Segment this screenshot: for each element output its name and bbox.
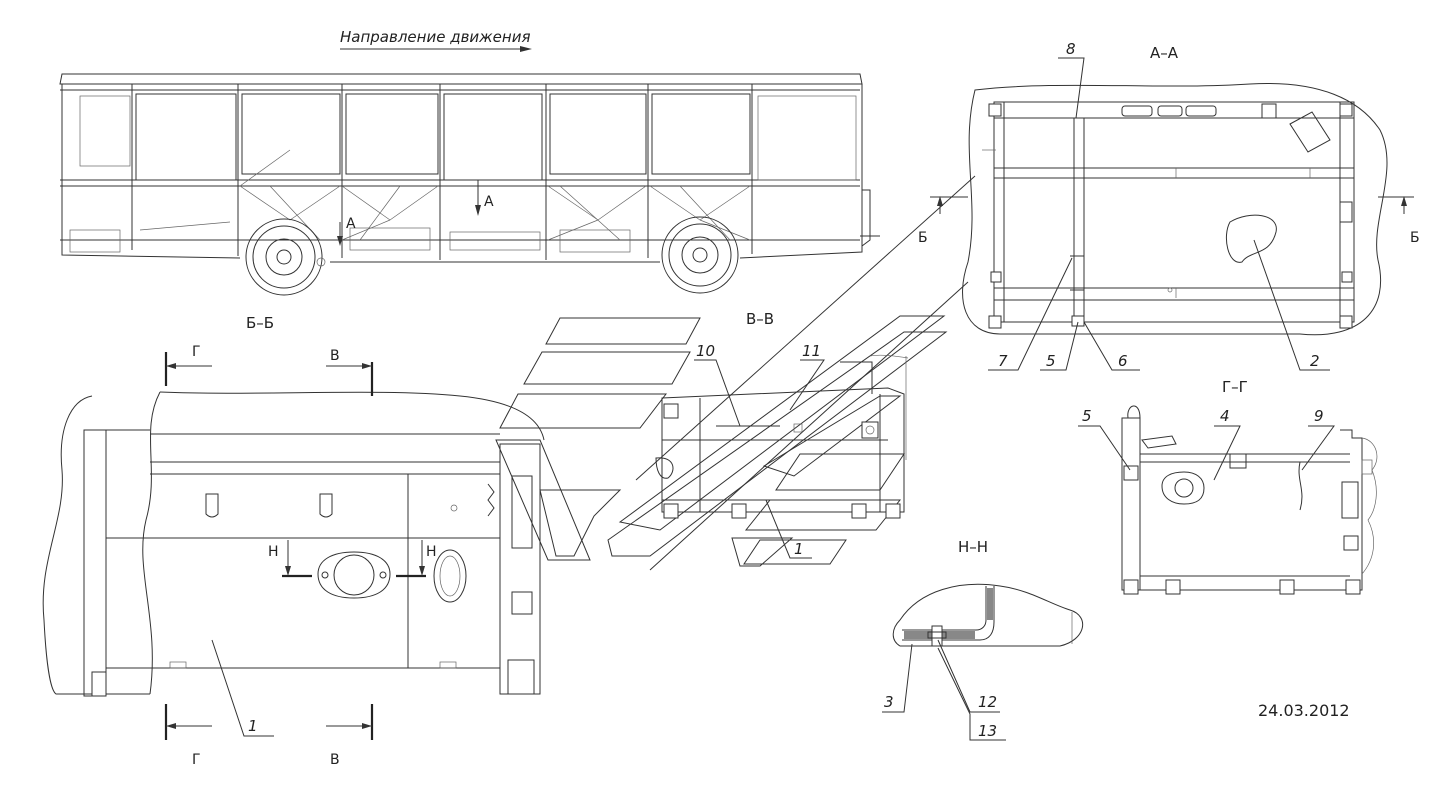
section-mark-v-bottom: В xyxy=(330,752,340,768)
section-mark-a-upper: А xyxy=(484,194,494,210)
section-gg-title: Г–Г xyxy=(1222,378,1248,396)
callout-7: 7 xyxy=(998,352,1008,370)
section-mark-b-right: Б xyxy=(1410,230,1420,246)
callout-3: 3 xyxy=(884,693,894,711)
callout-12: 12 xyxy=(978,693,997,711)
bus-side-view: А А xyxy=(59,73,880,296)
callout-13: 13 xyxy=(978,722,997,740)
callout-5-aa: 5 xyxy=(1046,352,1056,370)
direction-label: Направление движения xyxy=(340,28,530,46)
callout-1-bb: 1 xyxy=(248,717,258,735)
callout-5-gg: 5 xyxy=(1082,407,1092,425)
callout-4: 4 xyxy=(1220,407,1230,425)
section-nn: Н–Н 3 12 13 xyxy=(882,538,1084,741)
section-mark-g-top: Г xyxy=(192,344,201,360)
section-aa-title: А–А xyxy=(1150,44,1179,62)
section-bb-title: Б–Б xyxy=(246,314,274,332)
direction-of-travel: Направление движения xyxy=(340,28,532,52)
callout-1-vv: 1 xyxy=(794,540,804,558)
section-bb: Б–Б xyxy=(42,314,545,768)
section-mark-g-bottom: Г xyxy=(192,752,201,768)
callout-9: 9 xyxy=(1314,407,1324,425)
section-mark-b-left: Б xyxy=(918,230,928,246)
callout-8: 8 xyxy=(1066,40,1076,58)
section-gg: Г–Г 5 4 9 xyxy=(1078,378,1378,595)
callout-10: 10 xyxy=(696,342,715,360)
callout-2: 2 xyxy=(1310,352,1320,370)
section-vv-title: В–В xyxy=(746,310,774,328)
section-mark-n-left: Н xyxy=(268,544,279,560)
section-nn-title: Н–Н xyxy=(958,538,988,556)
callout-11: 11 xyxy=(802,342,821,360)
section-mark-v-top: В xyxy=(330,348,340,364)
section-aa: А–А Б xyxy=(918,40,1420,371)
section-vv: В–В 10 11 xyxy=(495,310,948,567)
section-mark-n-right: Н xyxy=(426,544,437,560)
callout-6: 6 xyxy=(1118,352,1128,370)
section-mark-a-lower: А xyxy=(346,216,356,232)
drawing-date: 24.03.2012 xyxy=(1258,701,1350,720)
